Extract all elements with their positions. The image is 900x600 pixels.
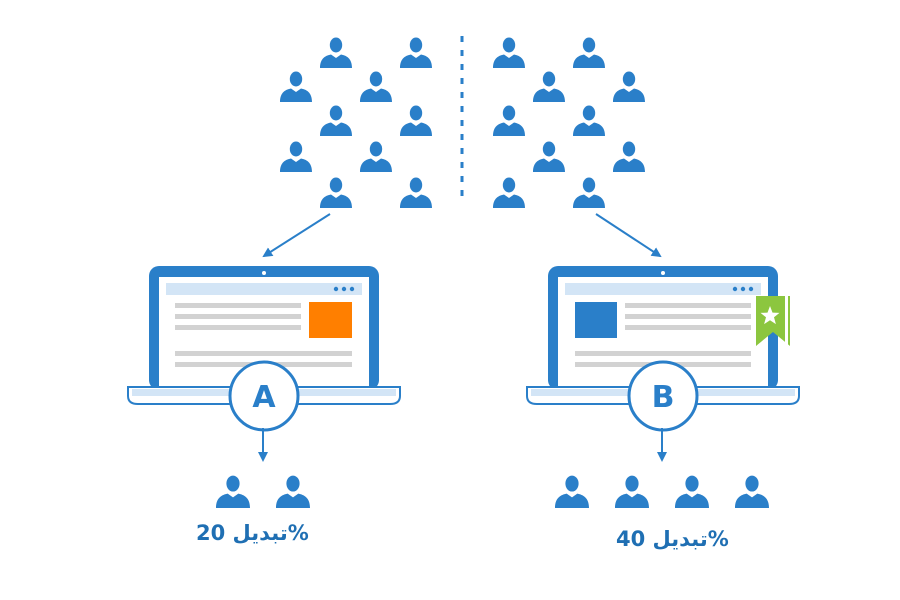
conversion-rate-a: تبديل 20% xyxy=(196,521,309,545)
user-icon xyxy=(493,177,525,208)
laptop-variant-a: A xyxy=(127,266,401,432)
user-icon xyxy=(735,475,769,508)
user-icon xyxy=(320,37,352,68)
visitor-group-b xyxy=(493,37,645,208)
variant-letter-b: B xyxy=(652,380,675,415)
converted-users-a xyxy=(216,475,310,508)
user-icon xyxy=(400,177,432,208)
user-icon xyxy=(533,141,565,172)
content-block-blue xyxy=(575,302,617,338)
user-icon xyxy=(573,177,605,208)
laptop-variant-b: B xyxy=(526,266,800,432)
user-icon xyxy=(573,37,605,68)
arrow-to-variant-a xyxy=(262,213,331,258)
user-icon xyxy=(320,105,352,136)
user-icon xyxy=(280,71,312,102)
user-icon xyxy=(675,475,709,508)
arrow-to-variant-b xyxy=(595,213,662,258)
user-icon xyxy=(360,141,392,172)
user-icon xyxy=(280,141,312,172)
variant-letter-a: A xyxy=(252,380,276,415)
user-icon xyxy=(400,105,432,136)
user-icon xyxy=(555,475,589,508)
user-icon xyxy=(493,37,525,68)
user-icon xyxy=(320,177,352,208)
user-icon xyxy=(573,105,605,136)
user-icon xyxy=(276,475,310,508)
user-icon xyxy=(400,37,432,68)
user-icon xyxy=(216,475,250,508)
star-ribbon-icon xyxy=(756,296,790,346)
user-icon xyxy=(613,71,645,102)
user-icon xyxy=(613,141,645,172)
user-icon xyxy=(493,105,525,136)
visitor-group-a xyxy=(280,37,432,208)
converted-users-b xyxy=(555,475,769,508)
content-block-orange xyxy=(309,302,352,338)
conversion-rate-b: تبديل 40% xyxy=(616,527,729,551)
user-icon xyxy=(360,71,392,102)
user-icon xyxy=(615,475,649,508)
user-icon xyxy=(533,71,565,102)
